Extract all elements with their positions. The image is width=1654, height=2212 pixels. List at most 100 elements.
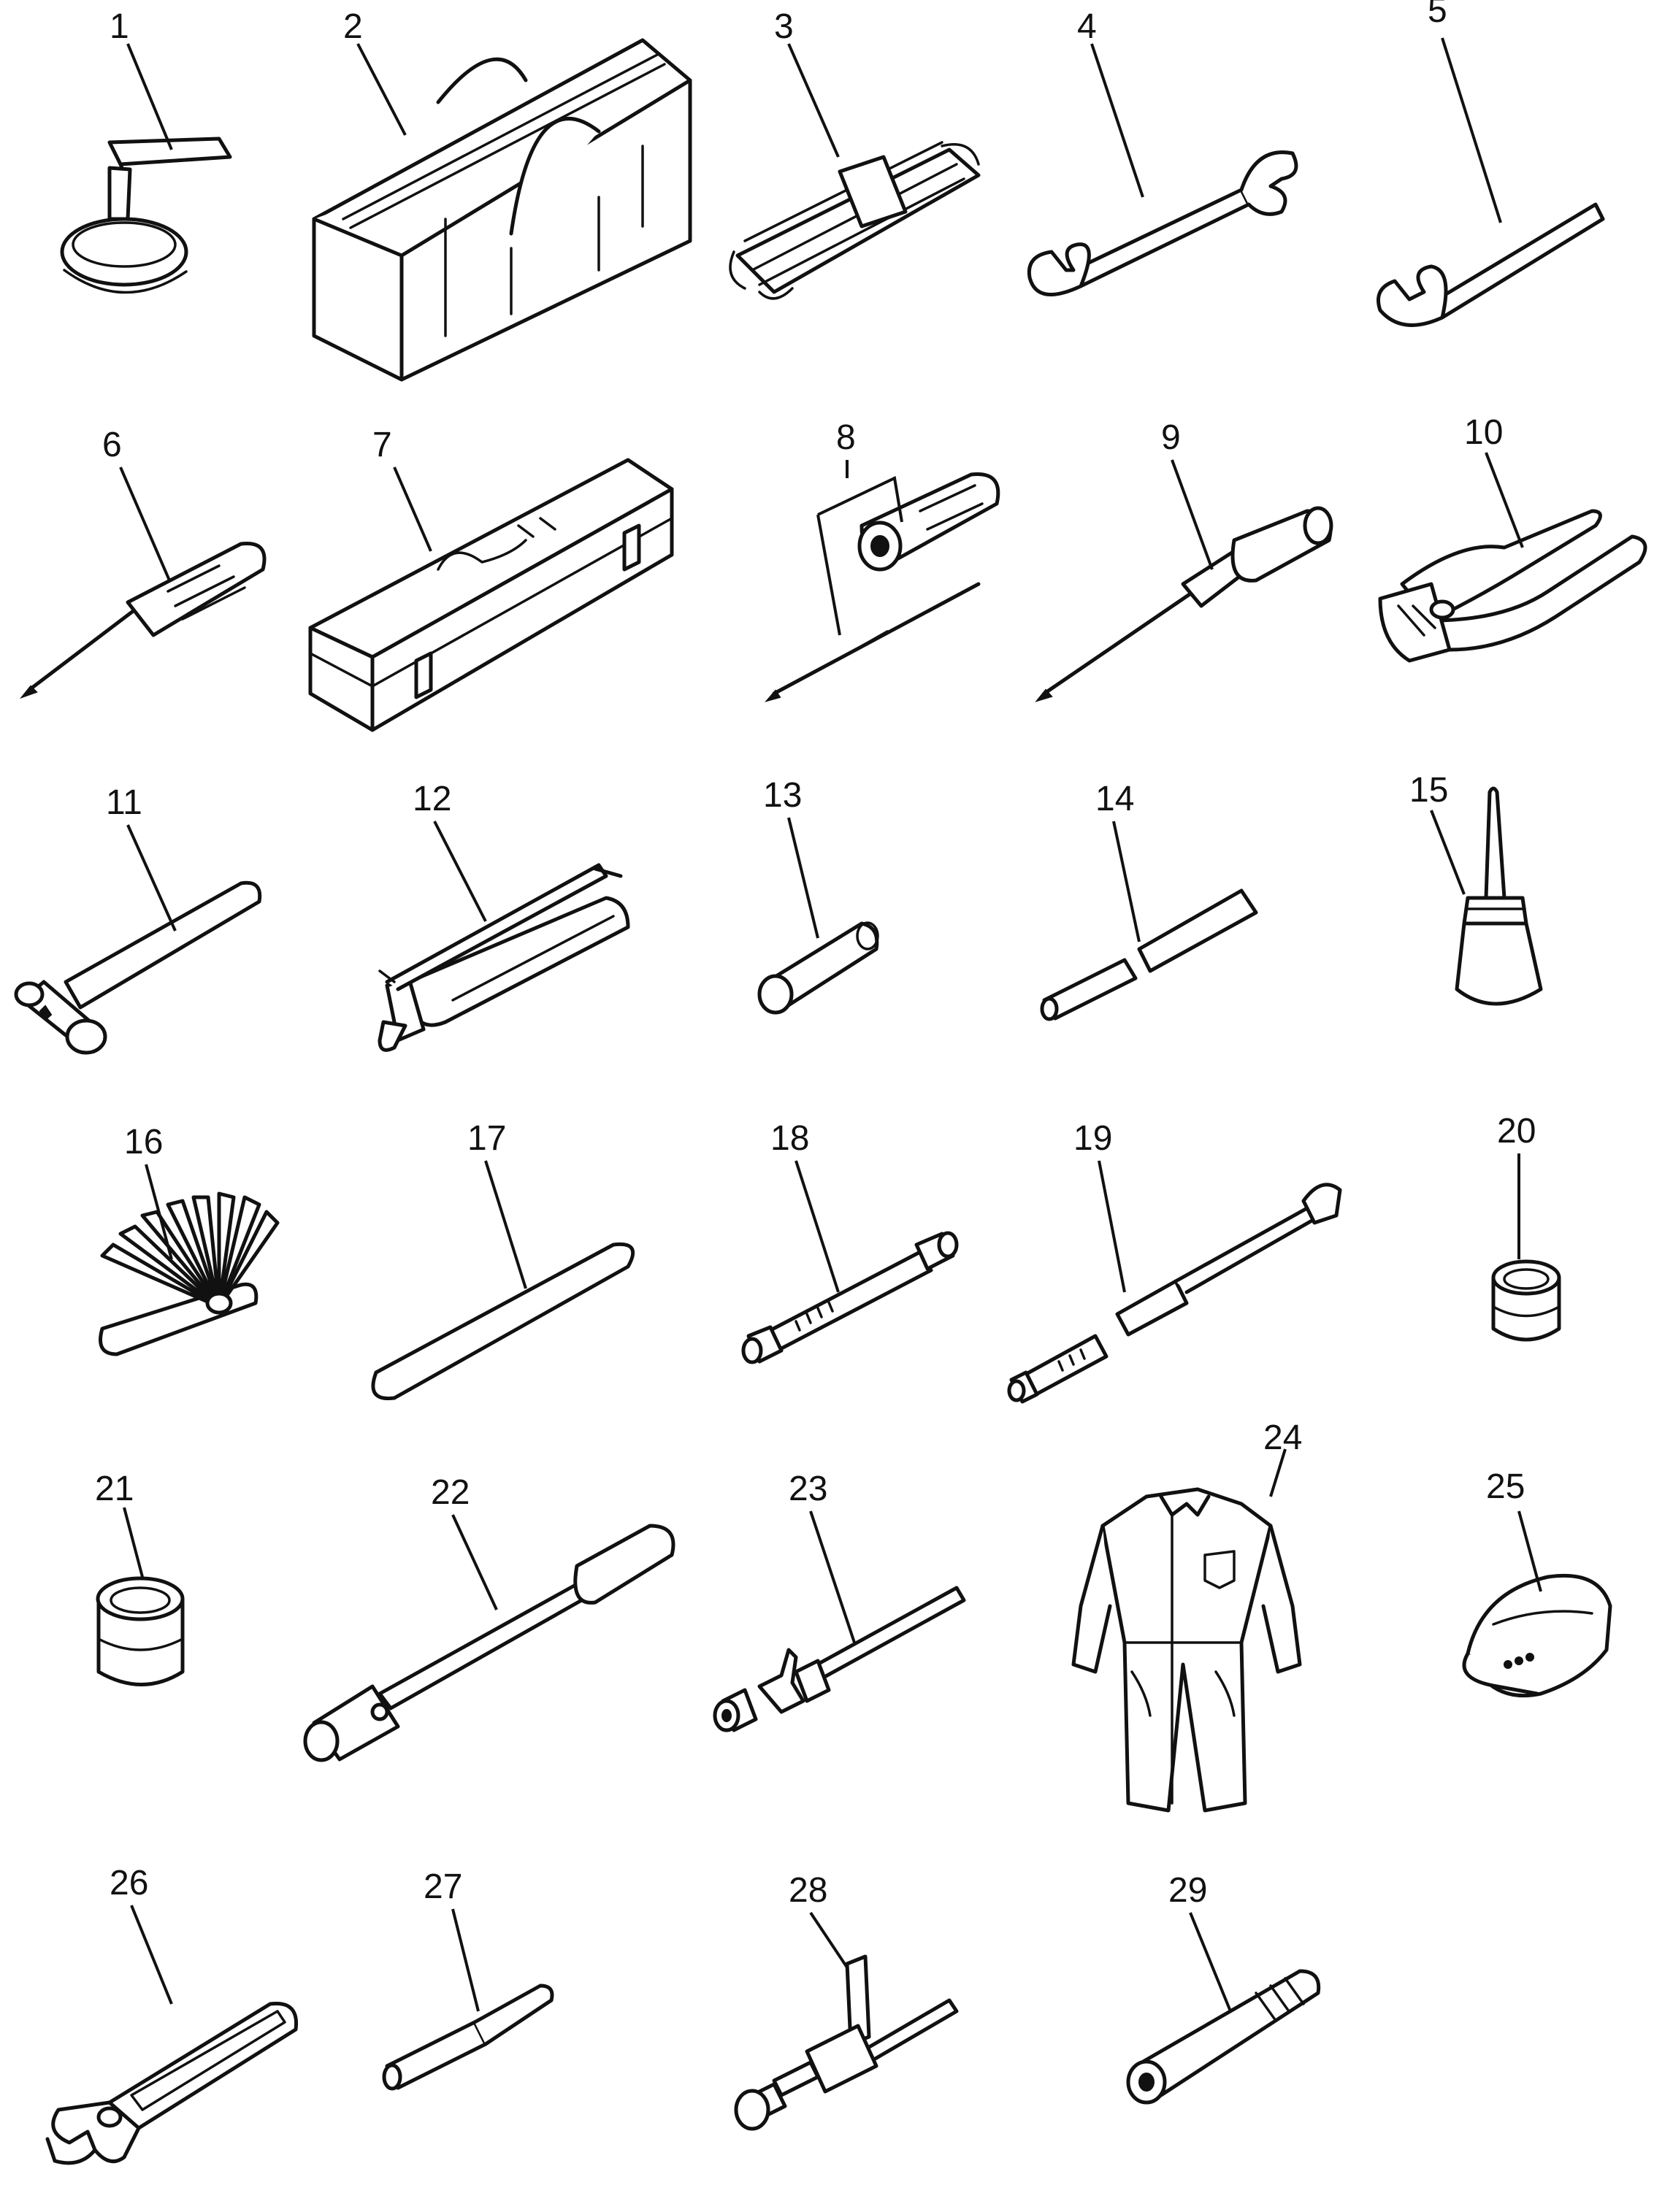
item-19: 19 — [1007, 1119, 1342, 1404]
callout-number: 7 — [372, 426, 392, 464]
callout-number: 10 — [1464, 413, 1503, 452]
item-27: 27 — [382, 1867, 554, 2091]
leader-22 — [451, 1514, 498, 1610]
leader-17 — [484, 1160, 527, 1289]
item-7: 7 — [308, 426, 674, 732]
screwdriver-icon — [20, 541, 267, 699]
callout-number: 5 — [1428, 0, 1447, 30]
spark-plug-socket-icon — [1126, 1969, 1321, 2105]
item-5: 5 — [1377, 0, 1605, 327]
item-16: 16 — [99, 1123, 280, 1356]
item-26: 26 — [45, 1864, 299, 2165]
filter-wrench-icon — [60, 137, 232, 294]
callout-number: 27 — [424, 1867, 462, 1906]
callout-number: 24 — [1263, 1418, 1302, 1457]
callout-number: 1 — [110, 7, 129, 46]
leader-16 — [145, 1164, 173, 1260]
callout-number: 15 — [1409, 771, 1448, 810]
callout-number: 8 — [836, 418, 856, 457]
single-end-wrench-icon — [1377, 202, 1605, 327]
item-12: 12 — [378, 780, 630, 1052]
callout-number: 20 — [1497, 1112, 1536, 1151]
leader-2 — [356, 43, 407, 136]
item-14: 14 — [1040, 780, 1258, 1021]
leader-18 — [795, 1160, 840, 1293]
callout-number: 18 — [770, 1119, 809, 1158]
item-24: 24 — [1071, 1418, 1302, 1813]
item-20: 20 — [1491, 1112, 1561, 1342]
item-15: 15 — [1409, 771, 1543, 1006]
cap-icon — [1462, 1573, 1612, 1698]
tool-bag-icon — [312, 38, 692, 382]
leader-5 — [1441, 37, 1502, 223]
feeler-gauge-icon — [99, 1191, 280, 1356]
leader-26 — [130, 1905, 173, 2005]
item-2: 2 — [312, 7, 692, 382]
leader-23 — [809, 1510, 856, 1643]
item-23: 23 — [713, 1470, 966, 1732]
callout-number: 29 — [1168, 1871, 1207, 1910]
callout-number: 13 — [763, 776, 802, 815]
leader-6 — [119, 466, 171, 581]
open-end-wrench-icon — [1027, 150, 1298, 297]
callout-number: 12 — [413, 780, 451, 818]
tool-box-icon — [308, 458, 674, 732]
item-11: 11 — [14, 783, 262, 1055]
leader-28 — [809, 1911, 849, 1969]
pliers-icon — [1378, 509, 1647, 663]
callout-number: 26 — [110, 1864, 148, 1902]
hex-driver-icon — [382, 1983, 554, 2091]
adjustable-wrench-icon — [45, 2001, 299, 2165]
item-4: 4 — [1027, 7, 1298, 297]
hammer-icon — [14, 880, 262, 1055]
leader-19 — [1098, 1160, 1126, 1293]
leader-21 — [123, 1507, 144, 1578]
leader-11 — [126, 824, 177, 932]
callout-number: 16 — [124, 1123, 163, 1161]
wrench-set-icon — [729, 141, 981, 300]
item-3: 3 — [729, 7, 981, 300]
ratchet-adapter-icon — [713, 1586, 966, 1732]
leader-4 — [1090, 43, 1144, 198]
item-22: 22 — [303, 1473, 675, 1762]
leader-9 — [1171, 459, 1214, 570]
leader-1 — [126, 43, 173, 150]
item-9: 9 — [1035, 418, 1333, 702]
item-10: 10 — [1378, 413, 1647, 663]
item-1: 1 — [60, 7, 232, 294]
leader-12 — [433, 821, 487, 922]
item-8: 8 — [765, 418, 1000, 702]
leader-13 — [787, 817, 819, 939]
item-17: 17 — [371, 1119, 635, 1401]
bar-extension-icon — [1040, 888, 1258, 1021]
callout-number: 22 — [431, 1473, 470, 1512]
callout-number: 2 — [343, 7, 363, 46]
item-28: 28 — [734, 1871, 959, 2131]
callout-number: 21 — [95, 1470, 134, 1508]
callout-number: 28 — [789, 1871, 827, 1910]
callout-number: 23 — [789, 1470, 827, 1508]
oil-can-icon — [1455, 786, 1543, 1006]
socket-adapter-icon — [757, 921, 879, 1015]
callout-number: 4 — [1077, 7, 1097, 46]
leader-8b — [816, 514, 841, 636]
socket-icon — [1491, 1259, 1561, 1342]
callout-number: 6 — [102, 426, 122, 464]
grease-gun-icon — [378, 863, 630, 1052]
leader-14 — [1112, 821, 1141, 942]
callout-number: 9 — [1161, 418, 1181, 457]
callout-number: 14 — [1095, 780, 1134, 818]
leader-8a — [817, 476, 903, 523]
leader-29 — [1189, 1912, 1232, 2012]
leader-7 — [393, 466, 432, 552]
pry-bar-icon — [371, 1242, 635, 1401]
callout-number: 19 — [1073, 1119, 1112, 1158]
leader-25 — [1517, 1510, 1542, 1592]
callout-number: 17 — [467, 1119, 506, 1158]
callout-number: 11 — [106, 783, 142, 822]
socket-icon — [96, 1576, 185, 1686]
item-21: 21 — [95, 1470, 185, 1686]
leader-10 — [1485, 452, 1524, 548]
coveralls-icon — [1071, 1487, 1302, 1813]
